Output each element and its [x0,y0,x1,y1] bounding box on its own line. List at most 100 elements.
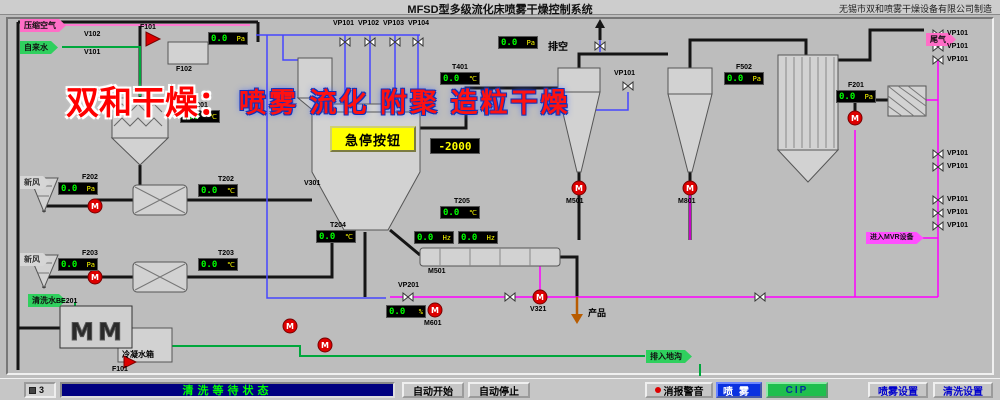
motors: M M M M M M M M M [87,31,863,369]
motor-f201[interactable]: M [847,110,863,126]
tag-vp101-r4: VP101 [947,150,969,157]
cyclone-2-cone [667,93,713,173]
motor-v321[interactable]: M [532,289,548,305]
tag-v101: V101 [84,49,101,56]
cyclone-1-cone [557,91,601,173]
valve-r3[interactable] [932,54,944,66]
svg-text:M: M [98,318,122,346]
valve-vp102[interactable] [364,36,376,48]
tag-t205: T205 [454,198,470,205]
motor-pump-2[interactable]: M [317,337,333,353]
page-title: MFSD型多级流化床喷雾干燥控制系统 [407,4,593,16]
tag-vp101-r7: VP101 [947,209,969,216]
pipes-blue [256,34,629,299]
valve-vent[interactable] [594,40,606,52]
valve-header-1[interactable] [504,291,516,303]
motor-fan-2[interactable]: M [87,269,103,285]
cip-button[interactable]: CIP [766,382,828,398]
stream-fresh-air-1: 新风 [20,176,50,189]
tag-v102: V102 [84,31,101,38]
svg-text:M: M [286,322,294,331]
valve-r8[interactable] [932,220,944,232]
tag-f201: F201 [848,82,864,89]
tag-vp101-r2: VP101 [947,43,969,50]
stream-tail-gas: 尾气 [926,33,956,46]
spray-button[interactable]: 喷雾 [716,382,762,398]
tag-m501: M501 [566,198,584,205]
valve-vp103[interactable] [389,36,401,48]
pipe-product [571,297,583,324]
mute-alarm-button[interactable]: 消报警音 [645,382,713,398]
stream-drain: 排入地沟 [646,350,692,363]
svg-text:M: M [431,306,439,315]
svg-text:M: M [536,293,544,302]
motor-m601[interactable]: M [427,302,443,318]
stream-wash-water: 清洗水 [28,294,66,307]
tag-vp102: VP102 [358,20,380,27]
auto-start-button[interactable]: 自动开始 [402,382,464,398]
auto-stop-button[interactable]: 自动停止 [468,382,530,398]
stream-mvr: 进入MVR设备 [866,232,924,244]
valve-vp101-top[interactable] [339,36,351,48]
valve-r5[interactable] [932,161,944,173]
valve-header-2[interactable] [754,291,766,303]
tag-f203: F203 [82,250,98,257]
counter-icon [29,386,36,394]
pump-f101b[interactable] [123,355,138,369]
motor-m801[interactable]: M [682,180,698,196]
tag-vp101-r1: VP101 [947,30,969,37]
valve-vp104[interactable] [412,36,424,48]
baghouse-cone [776,149,840,183]
display-t201: 0.0℃ [180,110,220,123]
tag-t204: T204 [330,222,346,229]
valve-r4[interactable] [932,148,944,160]
motor-m501[interactable]: M [571,180,587,196]
display-t203: 0.0℃ [198,258,238,271]
svg-text:M: M [575,184,583,193]
title-bar: MFSD型多级流化床喷雾干燥控制系统 无锡市双和喷雾干燥设备有限公司制造 [0,0,1000,16]
fluid-bed [419,247,561,267]
valve-r6[interactable] [932,194,944,206]
pump-f101[interactable] [145,31,162,47]
tag-m601: M601 [424,320,442,327]
tag-vp101-r3: VP101 [947,56,969,63]
display-t401: 0.0℃ [440,72,480,85]
valve-vp101-vent[interactable] [622,80,634,92]
stream-fresh-air-2: 新风 [20,253,50,266]
emergency-stop-button[interactable]: 急停按钮 [330,126,416,152]
motor-fan-1[interactable]: M [87,198,103,214]
stream-product: 产品 [588,308,607,318]
vessels: M M [29,41,927,363]
display-estop-counter: -2000 [430,138,480,154]
svg-text:M: M [91,202,99,211]
tag-vp101-vent: VP101 [614,70,636,77]
wash-settings-button[interactable]: 清洗设置 [933,382,993,398]
tag-f101: F101 [140,24,156,31]
cyclone-1-top [557,67,601,93]
svg-text:M: M [851,114,859,123]
f102-vessel [167,41,209,65]
valve-vp201[interactable] [402,291,414,303]
stream-vent: 排空 [548,42,568,53]
tag-vp101-r8: VP101 [947,222,969,229]
valve-r7[interactable] [932,207,944,219]
tag-t201: T201 [192,102,208,109]
display-vp201: 0.0% [386,305,426,318]
motor-pump-1[interactable]: M [282,318,298,334]
svg-text:M: M [70,318,94,346]
manufacturer-label: 无锡市双和喷雾干燥设备有限公司制造 [838,4,992,14]
tag-v301: V301 [304,180,321,187]
status-bar: 清洗等待状态 [60,382,395,398]
tag-vp201: VP201 [398,282,420,289]
spray-settings-button[interactable]: 喷雾设置 [868,382,928,398]
tag-vp103: VP103 [383,20,405,27]
display-t205: 0.0℃ [440,206,480,219]
tag-t401: T401 [452,64,468,71]
svg-text:M: M [686,184,694,193]
